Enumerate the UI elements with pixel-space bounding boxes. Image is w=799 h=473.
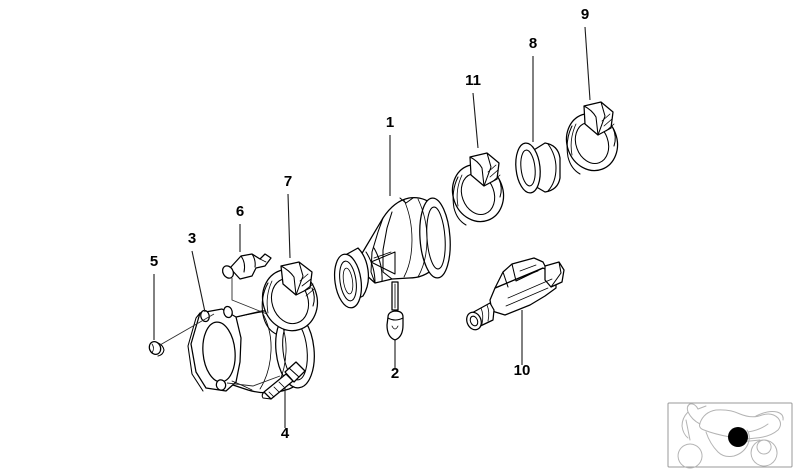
part-rubber-intake-boot[interactable]: [187, 305, 318, 394]
callout-label-10[interactable]: 10: [514, 362, 531, 379]
callout-label-7[interactable]: 7: [284, 173, 292, 190]
leader-line-3: [191, 250, 206, 313]
callout-label-4[interactable]: 4: [281, 425, 290, 442]
leader-clip-to-boot: [231, 278, 273, 317]
part-rubber-plug[interactable]: [386, 310, 404, 341]
part-hex-bolt[interactable]: [261, 361, 306, 400]
callout-label-9[interactable]: 9: [581, 6, 589, 23]
callout-label-2[interactable]: 2: [391, 365, 399, 382]
callout-label-1[interactable]: 1: [386, 114, 394, 131]
callout-label-6[interactable]: 6: [236, 203, 244, 220]
motorcycle-location-thumbnail: [667, 402, 793, 469]
part-sensor-clip[interactable]: [220, 253, 272, 280]
part-hose-clamp-center[interactable]: [445, 152, 512, 229]
part-retaining-rivet[interactable]: [147, 340, 165, 357]
leader-bolt-to-flange: [226, 375, 281, 387]
callout-leader-lines: [153, 26, 591, 428]
part-rubber-sleeve[interactable]: [513, 142, 561, 194]
location-marker-dot: [728, 427, 748, 447]
callout-label-5[interactable]: 5: [150, 253, 158, 270]
part-intake-manifold-tube[interactable]: [331, 197, 452, 311]
part-fuel-injector[interactable]: [464, 257, 565, 332]
callout-label-8[interactable]: 8: [529, 35, 537, 52]
callout-labels: 1 2 3 4 5 6 7 8 9 10 11: [150, 6, 589, 442]
leader-line-7: [287, 193, 291, 259]
part-hose-clamp-right[interactable]: [559, 101, 626, 178]
leader-rivet-to-flange: [159, 313, 215, 346]
callout-label-11[interactable]: 11: [465, 72, 481, 89]
part-hose-clamp-small[interactable]: [255, 261, 326, 338]
leader-line-9: [584, 26, 591, 101]
callout-label-3[interactable]: 3: [188, 230, 196, 247]
leader-line-11: [472, 92, 479, 149]
